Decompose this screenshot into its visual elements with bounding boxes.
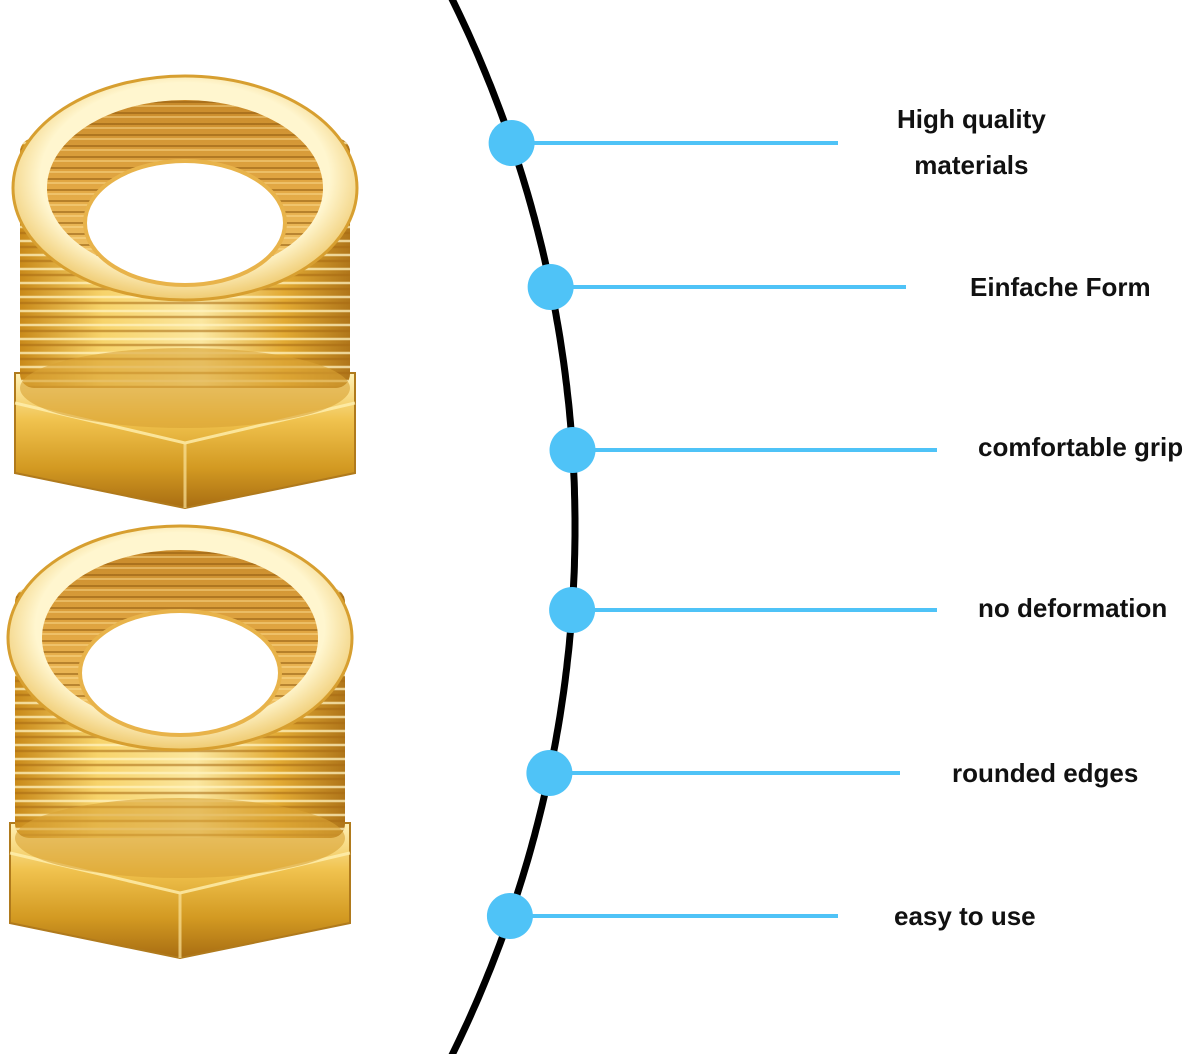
feature-connector	[527, 264, 906, 310]
feature-label: easy to use	[894, 901, 1036, 931]
feature-label: comfortable grip	[978, 432, 1184, 462]
divider-arc	[446, 0, 579, 1059]
feature-label: High quality materials	[897, 104, 1046, 180]
connector-dot	[549, 587, 596, 633]
feature-connector	[486, 893, 838, 939]
brass-bushing-fitting-icon	[6, 524, 354, 960]
connector-dot	[549, 427, 596, 473]
brass-bushing-fitting-icon	[11, 74, 359, 510]
feature-label: no deformation	[978, 593, 1168, 623]
connector-dot	[526, 750, 573, 796]
feature-connector	[488, 120, 838, 166]
connector-dot	[486, 893, 533, 939]
feature-connector	[549, 427, 937, 473]
feature-label: Einfache Form	[970, 272, 1151, 302]
feature-connector	[526, 750, 900, 796]
connector-dot	[527, 264, 574, 310]
feature-label: rounded edges	[952, 758, 1139, 788]
connector-dot	[488, 120, 535, 166]
feature-connector	[549, 587, 937, 633]
